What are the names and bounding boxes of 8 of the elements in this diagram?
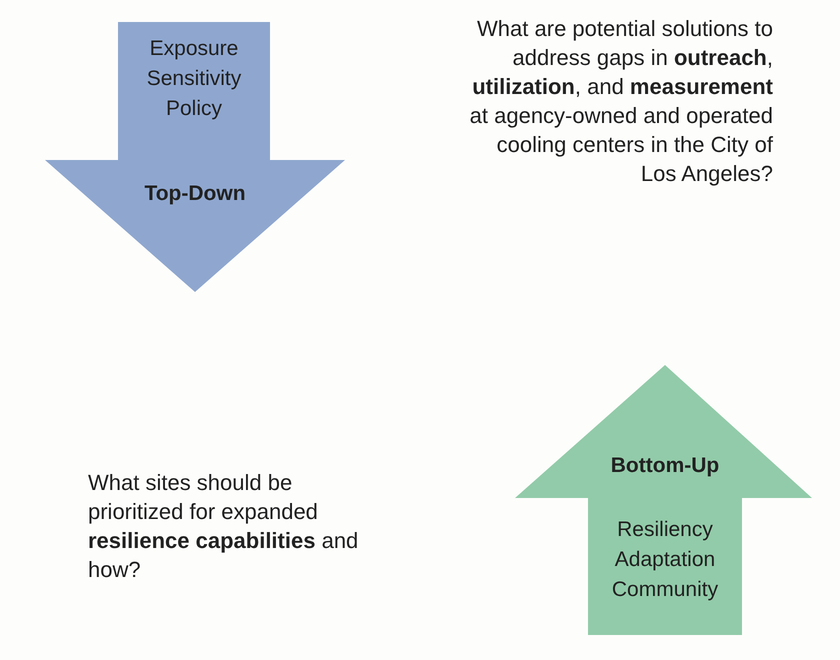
question-text: What are potential solutions to address gaps in outreach, utilization, and measurement at agency-owned and operated cooling centers in the City of Los Angeles? (468, 15, 773, 188)
down-arrow-shape (45, 22, 345, 292)
up-arrow-shape (515, 365, 812, 635)
question-text: What sites should be prioritized for expanded resilience capabilities and how? (88, 469, 360, 584)
arrow-heading: Bottom-Up (610, 453, 720, 479)
factor-list: Exposure Sensitivity Policy (118, 34, 270, 124)
arrow-heading: Top-Down (143, 181, 247, 207)
factor-list: Resiliency Adaptation Community (588, 515, 742, 605)
